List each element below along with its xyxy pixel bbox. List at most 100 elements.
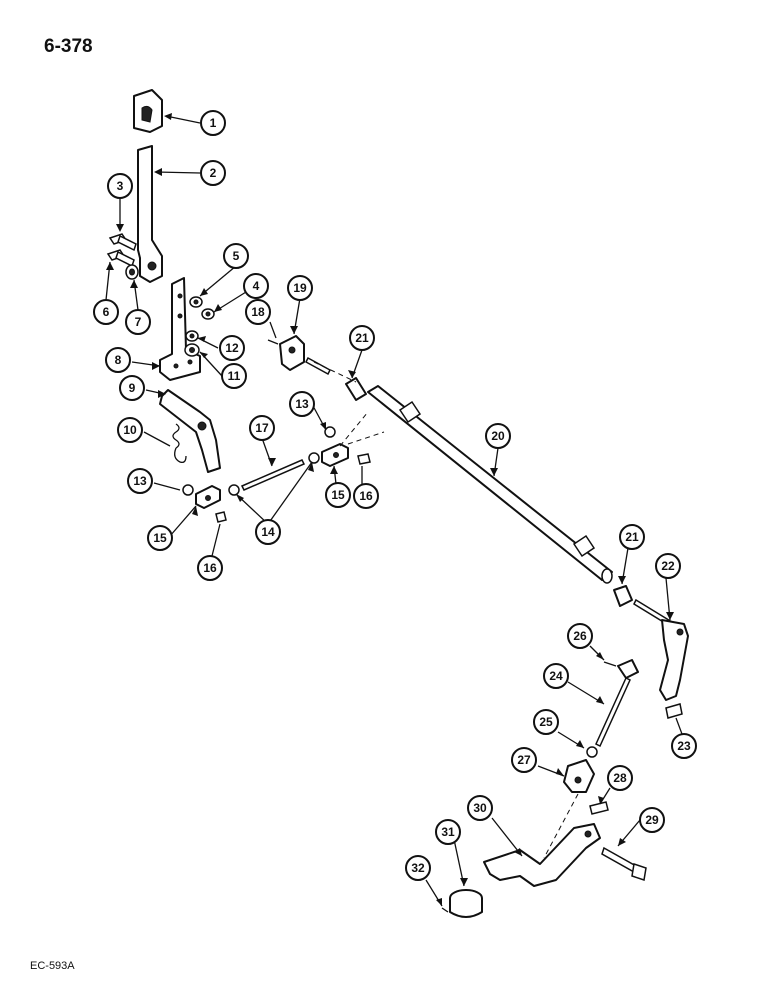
svg-text:5: 5	[233, 249, 240, 263]
callout-17: 17	[249, 415, 275, 441]
callout-10: 10	[117, 417, 143, 443]
part-12-nut	[185, 330, 199, 342]
part-shaft-pin	[305, 356, 331, 376]
callout-6: 6	[93, 299, 119, 325]
part-3-bolt	[108, 233, 137, 252]
callout-29: 29	[639, 807, 665, 833]
svg-text:21: 21	[355, 331, 369, 345]
part-4-nut	[201, 308, 215, 320]
svg-text:9: 9	[129, 381, 136, 395]
callout-1: 1	[200, 110, 226, 136]
callout-2: 2	[200, 160, 226, 186]
svg-text:14: 14	[261, 525, 275, 539]
part-16-pin-left	[215, 511, 227, 523]
callout-9: 9	[119, 375, 145, 401]
part-14-nut-b	[308, 452, 320, 464]
svg-text:27: 27	[517, 753, 531, 767]
callout-24: 24	[543, 663, 569, 689]
callout-13-left: 13	[127, 468, 153, 494]
part-25-nut	[586, 746, 598, 758]
part-32-pin	[441, 907, 449, 913]
part-31-bushing	[449, 889, 483, 918]
svg-text:13: 13	[295, 397, 309, 411]
callout-5: 5	[223, 243, 249, 269]
svg-text:17: 17	[255, 421, 269, 435]
callout-8: 8	[105, 347, 131, 373]
svg-text:13: 13	[133, 474, 147, 488]
part-18-pin	[267, 339, 279, 345]
part-22-arm	[633, 598, 689, 701]
alignment-lines	[313, 361, 579, 859]
part-17-rod	[240, 459, 306, 491]
svg-text:32: 32	[411, 861, 425, 875]
svg-text:15: 15	[153, 531, 167, 545]
svg-text:1: 1	[210, 116, 217, 130]
callout-20: 20	[485, 423, 511, 449]
part-29-bolt	[601, 846, 647, 881]
callout-15-right: 15	[325, 482, 351, 508]
svg-text:16: 16	[203, 561, 217, 575]
callout-22: 22	[655, 553, 681, 579]
svg-text:10: 10	[123, 423, 137, 437]
callout-28: 28	[607, 765, 633, 791]
part-2-lever	[137, 145, 163, 283]
svg-text:26: 26	[573, 629, 587, 643]
svg-text:31: 31	[441, 825, 455, 839]
callout-7: 7	[125, 309, 151, 335]
svg-text:28: 28	[613, 771, 627, 785]
svg-text:30: 30	[473, 801, 487, 815]
leader-lines	[105, 115, 683, 907]
part-1-cap	[133, 89, 163, 133]
part-20-shaft	[367, 385, 613, 584]
svg-text:23: 23	[677, 739, 691, 753]
svg-text:3: 3	[117, 179, 124, 193]
svg-text:12: 12	[225, 341, 239, 355]
svg-text:11: 11	[228, 369, 241, 383]
callout-21-lower: 21	[619, 524, 645, 550]
part-16-pin-right	[357, 453, 371, 465]
page-number: 6-378	[44, 36, 93, 57]
svg-text:6: 6	[103, 305, 110, 319]
callout-16-left: 16	[197, 555, 223, 581]
callout-23: 23	[671, 733, 697, 759]
part-10-spring	[172, 423, 187, 464]
figure-code: EC-593A	[30, 960, 75, 972]
svg-text:29: 29	[645, 813, 659, 827]
part-27-clevis	[563, 759, 595, 793]
part-8-bracket	[159, 277, 201, 381]
part-6-bolt	[106, 249, 135, 268]
svg-text:21: 21	[625, 530, 639, 544]
svg-text:16: 16	[359, 489, 373, 503]
callout-12: 12	[219, 335, 245, 361]
part-21-bushing-upper	[345, 377, 367, 401]
part-23-bolt	[665, 703, 683, 719]
svg-text:25: 25	[539, 715, 553, 729]
callout-32: 32	[405, 855, 431, 881]
svg-text:15: 15	[331, 488, 345, 502]
callout-16-right: 16	[353, 483, 379, 509]
part-26-cotter	[603, 661, 617, 667]
svg-text:20: 20	[491, 429, 505, 443]
svg-text:22: 22	[661, 559, 675, 573]
part-9-crank	[159, 389, 221, 473]
callout-13-right: 13	[289, 391, 315, 417]
callout-21-upper: 21	[349, 325, 375, 351]
callout-14: 14	[255, 519, 281, 545]
callout-31: 31	[435, 819, 461, 845]
part-13-nut-right	[324, 426, 336, 438]
svg-text:24: 24	[549, 669, 563, 683]
callout-25: 25	[533, 709, 559, 735]
leader-arrowheads	[106, 113, 674, 906]
callout-15-left: 15	[147, 525, 173, 551]
part-15-clevis-right	[321, 443, 349, 467]
part-15-clevis-left	[195, 485, 221, 509]
part-30-fork	[483, 823, 601, 887]
callout-18: 18	[245, 299, 271, 325]
part-19-lug	[279, 335, 305, 371]
callout-26: 26	[567, 623, 593, 649]
part-13-nut-left	[182, 484, 194, 496]
part-5-nut	[189, 296, 203, 308]
svg-text:2: 2	[210, 166, 217, 180]
callout-4: 4	[243, 273, 269, 299]
